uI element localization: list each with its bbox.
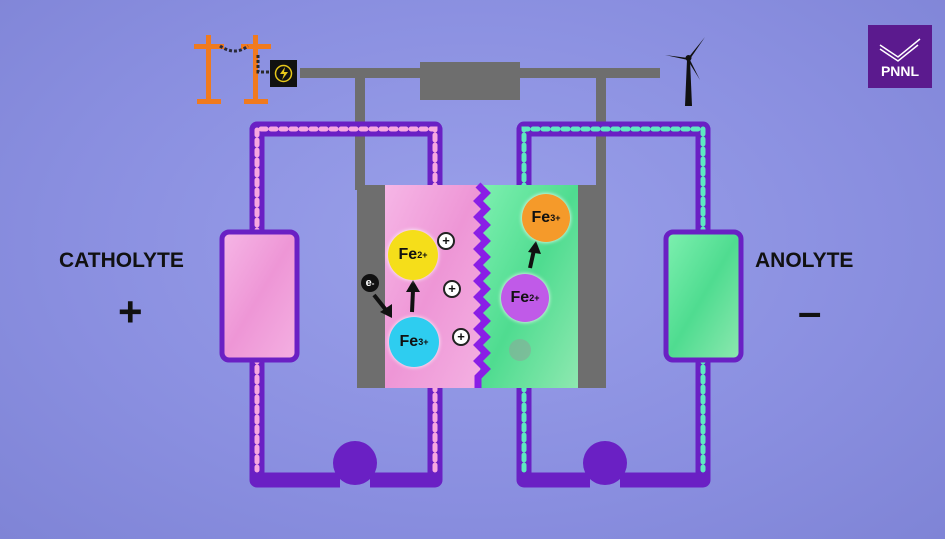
logo-text: PNNL bbox=[880, 63, 920, 79]
anolyte-sign: – bbox=[798, 288, 822, 335]
arrow-icon bbox=[372, 241, 541, 318]
anolyte-tank bbox=[663, 229, 744, 363]
catholyte-loop bbox=[219, 121, 443, 488]
catholyte-tank bbox=[219, 229, 300, 363]
catholyte-sign: + bbox=[118, 288, 143, 335]
logo-mark-icon bbox=[879, 38, 921, 62]
wind-turbine-icon bbox=[665, 37, 705, 106]
catholyte-label: CATHOLYTE bbox=[59, 249, 184, 272]
power-pole-icon bbox=[194, 35, 272, 104]
proton-icon: + bbox=[443, 280, 461, 298]
anolyte-loop bbox=[516, 121, 744, 488]
anolyte-label: ANOLYTE bbox=[755, 249, 854, 272]
proton-icon: + bbox=[437, 232, 455, 250]
pump-icon bbox=[333, 441, 377, 485]
pump-icon bbox=[583, 441, 627, 485]
pnnl-logo: PNNL bbox=[868, 25, 932, 88]
negative-electrode bbox=[578, 185, 606, 388]
lightning-icon bbox=[270, 60, 297, 87]
proton-icon: + bbox=[452, 328, 470, 346]
electron-icon: e- bbox=[361, 274, 379, 292]
membrane bbox=[473, 182, 491, 388]
